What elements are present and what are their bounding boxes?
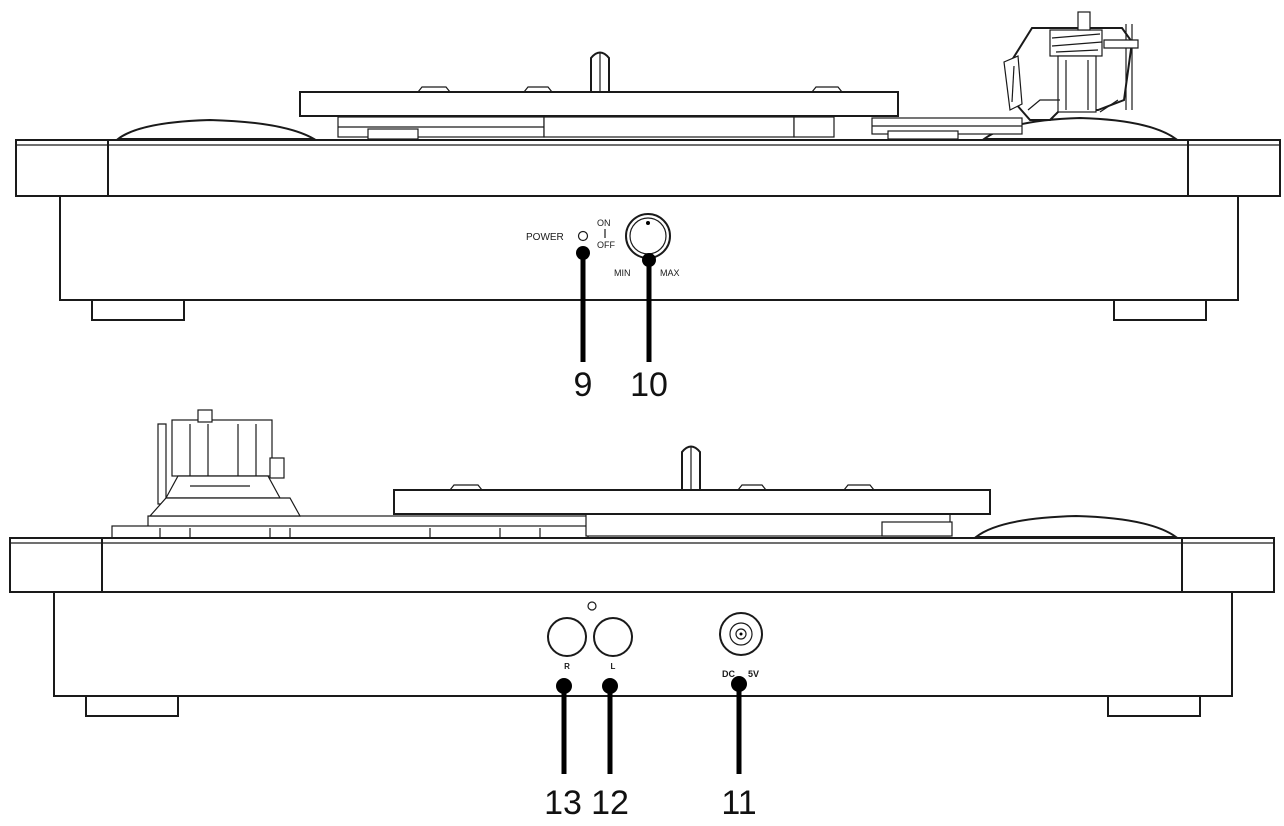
rear-left-foot (85, 695, 179, 717)
front-view: POWER ON OFF MIN MAX 9 10 (15, 11, 1281, 404)
l-output-jack: L (593, 617, 633, 671)
rear-right-dome (973, 514, 1180, 538)
rear-right-foot (1107, 695, 1201, 717)
callout-11-number: 11 (721, 784, 756, 822)
dc-label: DC (722, 669, 735, 679)
front-plinth (15, 139, 1281, 197)
rear-body (53, 591, 1233, 697)
volt-label: 5V (748, 669, 759, 679)
on-label: ON (597, 218, 611, 228)
callout-13: 13 (544, 678, 582, 822)
r-output-jack: R (547, 617, 587, 671)
front-left-dome (115, 118, 318, 140)
l-label: L (611, 662, 616, 671)
callout-12-number: 12 (591, 784, 629, 822)
r-label: R (564, 662, 570, 671)
callout-9: 9 (574, 246, 593, 404)
dc-jack: DC 5V (719, 612, 763, 679)
rear-tonearm (148, 409, 302, 517)
callout-10: 10 (630, 253, 668, 404)
front-tonearm (1003, 11, 1139, 121)
max-label: MAX (660, 268, 680, 278)
power-switch: POWER ON OFF (526, 218, 615, 250)
callout-11: 11 (721, 676, 757, 822)
callout-10-number: 10 (630, 366, 668, 404)
front-right-foot (1113, 299, 1207, 321)
callout-13-number: 13 (544, 784, 582, 822)
power-label: POWER (526, 232, 564, 243)
front-left-foot (91, 299, 185, 321)
min-label: MIN (614, 268, 631, 278)
front-platter (299, 91, 899, 117)
rear-view: R L DC 5V 13 12 11 (9, 409, 1275, 822)
off-label: OFF (597, 240, 615, 250)
ground-screw (587, 601, 597, 611)
callout-12: 12 (591, 678, 629, 822)
power-switch-indicator (577, 230, 589, 242)
rear-plinth (9, 537, 1275, 593)
rear-platter (393, 489, 991, 515)
callout-9-number: 9 (574, 366, 593, 404)
